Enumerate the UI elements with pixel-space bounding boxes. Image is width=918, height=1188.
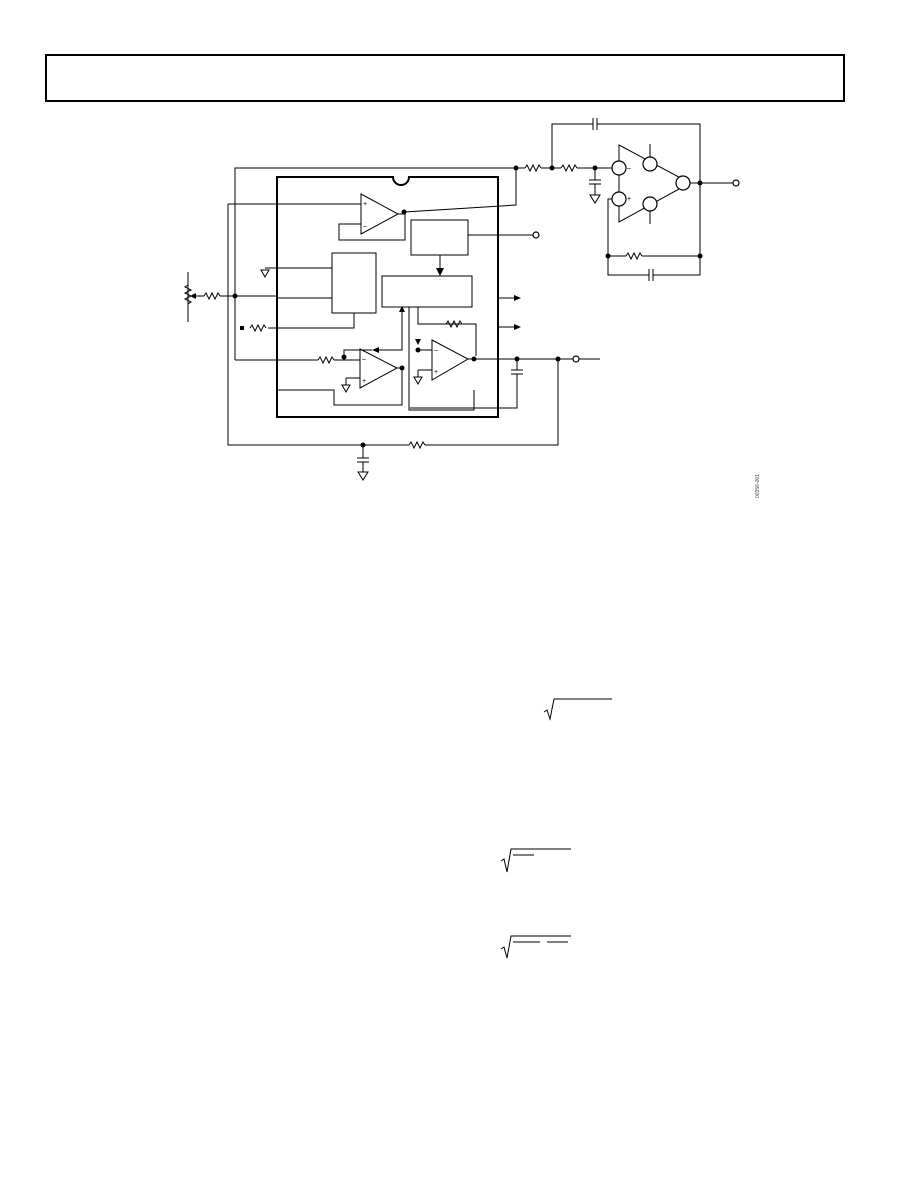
opamp-top — [360, 193, 400, 235]
opamp-right-minus: – — [434, 347, 438, 354]
reference-block — [410, 219, 469, 256]
opamp-bottom-plus: + — [362, 378, 366, 385]
header-box — [45, 54, 845, 102]
opamp-right — [431, 339, 470, 381]
opamp-right-plus: + — [434, 369, 438, 376]
equation-radical-1 — [543, 698, 612, 721]
opamp-top-minus: – — [363, 223, 367, 230]
inst-amp-minus: – — [627, 165, 631, 172]
opamp-bottom-minus: – — [362, 356, 366, 363]
oscillator-block — [331, 252, 377, 314]
opamp-top-plus: + — [363, 201, 367, 208]
ic-package-outline — [276, 176, 499, 418]
equation-radical-3 — [500, 935, 571, 959]
equation-radical-2 — [500, 848, 571, 873]
opamp-bottom — [359, 348, 399, 389]
inst-amp-plus: + — [627, 196, 631, 203]
demodulator-block — [381, 275, 473, 308]
